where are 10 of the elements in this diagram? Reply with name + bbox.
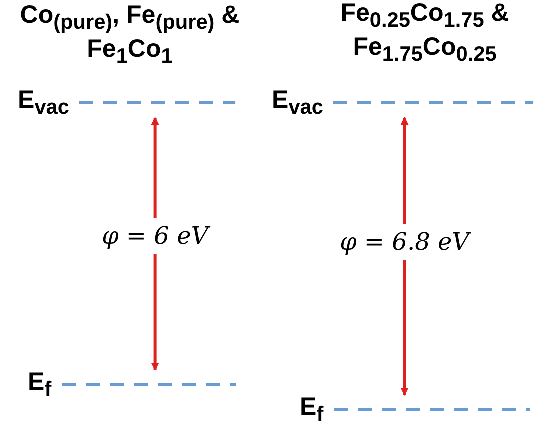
energy-level-label: E$_{f}$ — [28, 368, 52, 402]
arrow — [151, 254, 160, 371]
arrow — [151, 117, 160, 218]
energy-level-label: E$_{vac}$ — [272, 86, 324, 120]
energy-level-label: E$_{f}$ — [300, 393, 324, 427]
composition-heading: Fe$_{0.25}$Co$_{1.75}$ & Fe$_{1.75}$Co$_{0.25}$ — [340, 0, 510, 68]
arrow — [400, 260, 409, 396]
arrow — [400, 117, 409, 224]
energy-level-label: E$_{vac}$ — [18, 86, 70, 120]
composition-heading: Co$_{(pure)}$, Fe$_{(pure)}$ & Fe$_{1}$Co$_{1}$ — [19, 2, 241, 70]
